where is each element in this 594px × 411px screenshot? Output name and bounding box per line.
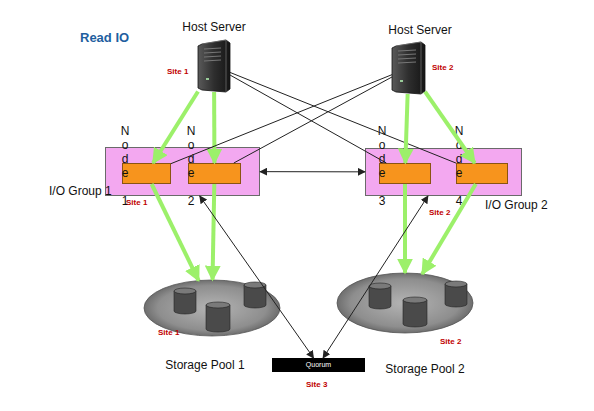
read-path-arrow (152, 184, 199, 281)
read-path-arrow (403, 184, 407, 273)
node-box: Node 1 (122, 163, 171, 184)
site-label: Site 1 (158, 329, 179, 337)
diagram-title: Read IO (80, 31, 129, 44)
link-line (230, 75, 386, 163)
node-label: Node 2 (185, 124, 197, 208)
link-line (234, 77, 392, 163)
server-icon (392, 42, 425, 94)
link-line (323, 196, 428, 358)
disk-cylinder (206, 302, 230, 332)
site-label: Site 1 (167, 68, 188, 76)
server-icon (198, 40, 230, 92)
read-path-arrow (425, 92, 475, 163)
pool-label: Storage Pool 2 (380, 363, 470, 375)
node-box: Node 2 (188, 163, 241, 184)
read-path-arrow (422, 184, 476, 274)
node-label: Node 4 (453, 124, 465, 208)
group-label: I/O Group 1 (49, 185, 112, 197)
io-group-box: I/O Group 2Site 2Node 3Node 4 (365, 148, 522, 196)
node-box: Node 3 (379, 163, 431, 184)
disk-cylinder (445, 281, 467, 307)
link-line (260, 171, 365, 172)
host-server: Host ServerSite 1 (198, 40, 230, 92)
site-label: Site 1 (126, 199, 147, 207)
link-line (171, 75, 392, 164)
storage-pool: Site 1Storage Pool 1 (144, 280, 280, 336)
read-path-arrow (213, 184, 215, 280)
site-label: Site 2 (432, 64, 453, 72)
disk-cylinder (369, 283, 391, 309)
pool-label: Storage Pool 1 (160, 359, 250, 371)
server-label: Host Server (380, 24, 460, 36)
group-label: I/O Group 2 (485, 199, 548, 211)
node-box: Node 4 (456, 163, 508, 184)
site-label: Site 2 (429, 209, 450, 217)
disk-cylinder (244, 282, 266, 308)
site-label: Site 3 (306, 381, 327, 389)
site-label: Site 2 (440, 338, 461, 346)
pool-ellipse (144, 280, 280, 336)
server-label: Host Server (174, 21, 254, 33)
pool-ellipse (337, 273, 473, 333)
disk-cylinder (174, 288, 196, 314)
link-line (230, 72, 456, 163)
node-label: Node 3 (376, 124, 388, 208)
disk-cylinder (403, 297, 427, 327)
read-path-arrow (405, 94, 407, 163)
quorum-label: Quorum (272, 361, 365, 368)
read-path-arrow (153, 91, 198, 163)
io-group-box: I/O Group 1Site 1Node 1Node 2 (105, 147, 260, 196)
quorum-box: QuorumSite 3 (272, 358, 365, 372)
storage-pool: Site 2Storage Pool 2 (337, 273, 473, 333)
node-label: Node 1 (119, 124, 131, 208)
link-line (200, 196, 314, 358)
host-server: Host ServerSite 2 (392, 42, 425, 94)
read-path-arrow (212, 92, 216, 163)
